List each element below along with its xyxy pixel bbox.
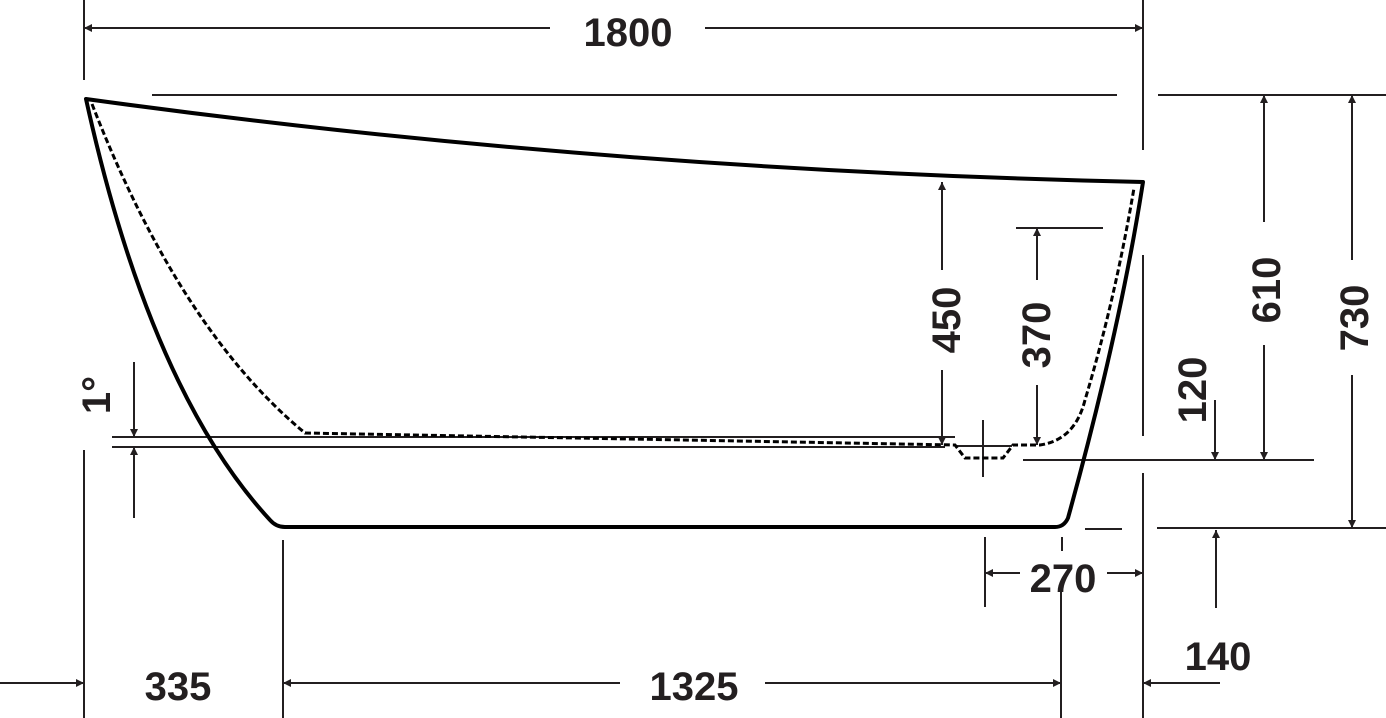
dim-foot-inset-right: 270 [1030, 557, 1097, 601]
dim-overall-length: 1800 [584, 11, 673, 55]
dim-base-length: 1325 [650, 665, 739, 709]
dim-foot-inset-left: 335 [145, 665, 212, 709]
extension-lines [83, 0, 1386, 718]
dimension-lines [0, 24, 1356, 687]
dim-drain-height: 120 [1171, 357, 1215, 424]
tub-inner-outline [90, 103, 1136, 460]
dim-foot-height: 140 [1185, 635, 1252, 679]
dim-inner-depth: 450 [925, 287, 969, 354]
dim-overall-height: 730 [1333, 285, 1377, 352]
dim-base-slope: 1° [75, 376, 119, 414]
dim-overflow-height: 370 [1015, 302, 1059, 369]
tub-outer-outline [84, 97, 1145, 529]
dim-height-low-end: 610 [1245, 257, 1289, 324]
